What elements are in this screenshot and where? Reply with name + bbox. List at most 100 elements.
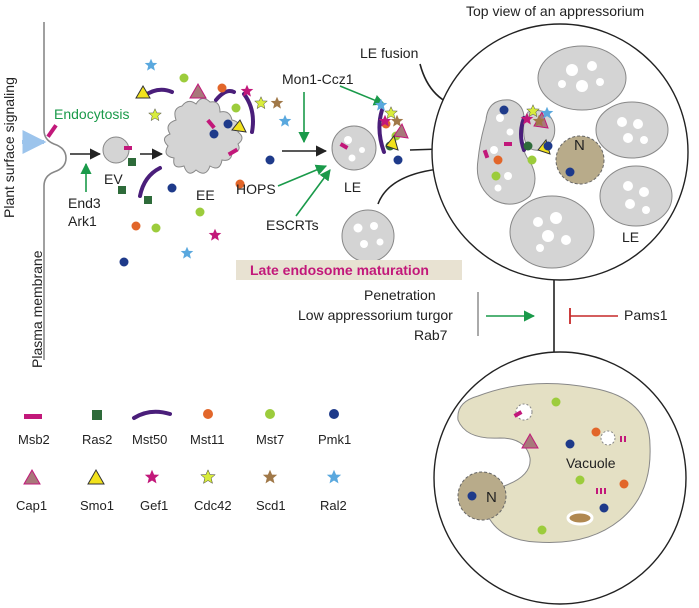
legend-scd1-label: Scd1 (256, 498, 286, 513)
legend-pmk1-label: Pmk1 (318, 432, 351, 447)
cap1-marker (393, 122, 409, 139)
mst50-marker (377, 108, 386, 154)
ral2-marker (180, 246, 194, 259)
lumen-vesicle (360, 240, 368, 248)
lumen-vesicle (348, 154, 356, 162)
pmk1-marker (543, 141, 553, 151)
msb2-fragment (596, 488, 598, 494)
scd1-marker (270, 96, 284, 109)
ras2-marker (128, 158, 136, 166)
pmk1-marker (599, 503, 609, 513)
mst11-marker (217, 83, 227, 93)
mon1-to-le-arrow (339, 85, 386, 106)
pmk1-marker (223, 119, 233, 129)
nucleus-top-label: N (574, 137, 585, 154)
legend-smo1-label: Smo1 (80, 498, 114, 513)
legend-msb2-icon (24, 414, 42, 419)
pmk1-marker (565, 439, 575, 449)
ev-msb2 (124, 146, 132, 150)
legend-ras2-label: Ras2 (82, 432, 112, 447)
legend-mst50-label: Mst50 (132, 432, 167, 447)
ras2-marker (523, 141, 533, 151)
ral2-marker (144, 58, 158, 71)
mst7-marker (551, 397, 561, 407)
lumen-vesicle (353, 223, 363, 233)
pams1-label: Pams1 (624, 307, 668, 323)
low-turgor-label: Low appressorium turgor (298, 307, 453, 323)
pmk1-marker (393, 155, 403, 165)
pmk1-marker (167, 183, 177, 193)
msb2-fragment (600, 488, 602, 494)
pmk1-marker (119, 257, 129, 267)
legend: Msb2 Ras2 Mst50 Mst11 Mst7 Pmk1 Cap1 Smo… (16, 409, 351, 513)
nucleus-bottom (457, 471, 507, 521)
mst7-marker (491, 171, 501, 181)
legend-pmk1-icon (329, 409, 339, 419)
end3-label: End3 (68, 195, 101, 211)
plasma-membrane (43, 22, 67, 360)
legend-ral2-label: Ral2 (320, 498, 347, 513)
ev-label: EV (104, 171, 123, 187)
msb2-marker (482, 149, 490, 159)
ark1-label: Ark1 (68, 213, 97, 229)
mon1-label: Mon1-Ccz1 (282, 71, 354, 87)
mst11-marker (591, 427, 601, 437)
mst11-marker (619, 479, 629, 489)
legend-cdc42-label: Cdc42 (194, 498, 232, 513)
msb2-fragment (620, 436, 622, 442)
lumen-vesicle (515, 403, 533, 421)
gef1-marker (208, 228, 222, 241)
legend-scd1-icon (262, 469, 278, 484)
ral2-marker (278, 114, 292, 127)
msb2-marker (504, 142, 512, 146)
mst11-marker (131, 221, 141, 231)
legend-cap1-label: Cap1 (16, 498, 47, 513)
mst7-marker (231, 103, 241, 113)
msb2-fragment (604, 488, 606, 494)
ras2-marker (118, 186, 126, 194)
pmk1-marker (499, 105, 509, 115)
smo1-marker (135, 85, 151, 99)
legend-smo1-icon (87, 468, 105, 485)
msb2-marker (227, 147, 239, 157)
escrts-label: ESCRTs (266, 217, 319, 233)
legend-cap1-icon (23, 468, 41, 485)
ee-early-endosome (164, 98, 243, 174)
late-maturation-label: Late endosome maturation (250, 262, 429, 278)
ras2-marker (144, 196, 152, 204)
le-fusion-label: LE fusion (360, 45, 418, 61)
legend-mst11-icon (203, 409, 213, 419)
cdc42-marker (254, 96, 268, 109)
lumen-vesicle (600, 430, 616, 446)
legend-gef1-icon (144, 469, 160, 484)
hops-arrow (277, 164, 328, 187)
smo1-marker (385, 134, 399, 151)
le-vesicle-2 (341, 209, 395, 263)
penetration-label: Penetration (364, 287, 436, 303)
plant-surface-label: Plant surface signaling (1, 77, 17, 218)
pmk1-marker (265, 155, 275, 165)
degraded-vesicle (566, 510, 594, 526)
legend-mst7-label: Mst7 (256, 432, 284, 447)
cap1-marker (189, 82, 207, 99)
mst7-marker (195, 207, 205, 217)
le-top-label: LE (622, 229, 639, 245)
mst7-marker (179, 73, 189, 83)
pmk1-marker (467, 491, 477, 501)
le-label: LE (344, 179, 361, 195)
plasma-membrane-label: Plasma membrane (29, 250, 45, 368)
hops-label: HOPS (236, 181, 276, 197)
mst11-marker (235, 179, 245, 189)
mst7-marker (575, 475, 585, 485)
mst50-marker (214, 89, 236, 102)
cdc42-marker (384, 106, 398, 119)
le-vesicle (331, 125, 377, 171)
lumen-vesicle (376, 238, 384, 246)
legend-ral2-icon (326, 469, 342, 484)
cap1-marker (521, 432, 539, 449)
mst11-marker (493, 155, 503, 165)
mst50-marker (242, 92, 255, 134)
le-cluster-top (476, 45, 673, 269)
rab7-label: Rab7 (414, 327, 448, 343)
